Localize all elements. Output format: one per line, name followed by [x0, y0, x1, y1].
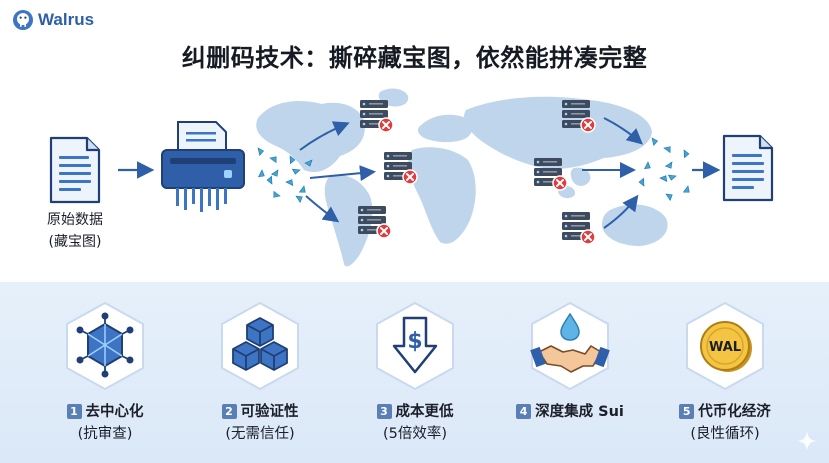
feature-title: 成本更低	[395, 404, 454, 420]
server-node-3	[357, 205, 392, 239]
feature-number: 3	[376, 404, 392, 419]
feature-subtitle: (抗审查)	[77, 426, 133, 442]
brand-name: Walrus	[38, 10, 95, 29]
feature-title: 代币化经济	[698, 404, 771, 420]
sparkle-icon	[797, 431, 817, 451]
walrus-logo-icon	[13, 10, 33, 30]
wal-coin-icon: WAL	[686, 301, 764, 391]
coin-label: WAL	[709, 340, 741, 355]
shards-right	[638, 137, 692, 202]
stacked-cubes-icon	[221, 301, 299, 391]
feature-title: 去中心化	[85, 404, 144, 420]
page-title: 纠删码技术：撕碎藏宝图，依然能拼凑完整	[181, 44, 648, 72]
feature-title: 深度集成 Sui	[535, 404, 624, 420]
feature-subtitle: (无需信任)	[225, 426, 295, 442]
feature-title: 可验证性	[240, 404, 299, 420]
erasure-coding-diagram	[49, 88, 774, 267]
brand-logo: Walrus	[12, 9, 94, 31]
source-label-line2: (藏宝图)	[48, 234, 102, 250]
dollar-down-arrow-icon: $	[376, 301, 454, 391]
source-label-line1: 原始数据	[47, 212, 103, 228]
feature-number: 5	[679, 404, 695, 419]
world-map	[256, 88, 668, 267]
feature-number: 1	[66, 404, 82, 419]
svg-text:$: $	[407, 329, 422, 354]
feature-subtitle: (5倍效率)	[382, 426, 448, 442]
network-cube-icon	[66, 301, 144, 391]
reconstructed-document-icon	[722, 134, 774, 202]
original-document-icon	[49, 136, 101, 204]
server-node-6	[561, 211, 596, 245]
feature-number: 4	[516, 404, 532, 419]
handshake-drop-icon	[530, 301, 610, 391]
shredder-icon	[161, 121, 245, 212]
feature-subtitle: (良性循环)	[690, 426, 760, 442]
feature-number: 2	[221, 404, 237, 419]
